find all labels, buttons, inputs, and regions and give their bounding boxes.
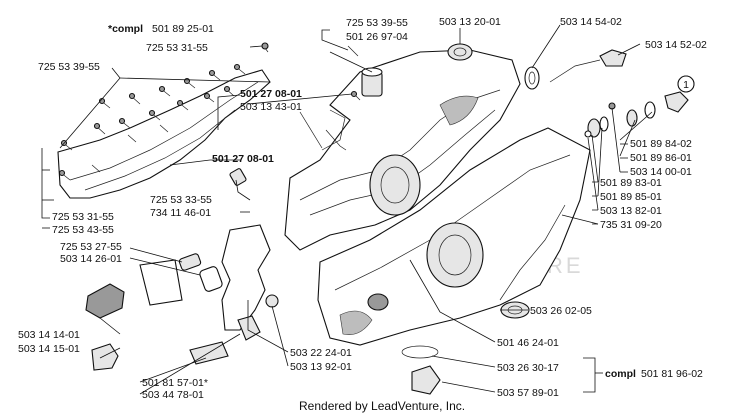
label-503-26-30-17: 503 26 30-17 xyxy=(497,362,559,374)
label-compl-top-prefix: *compl xyxy=(108,23,143,35)
label-725-53-33-55: 725 53 33-55 xyxy=(150,194,212,206)
label-503-26-02-05: 503 26 02-05 xyxy=(530,305,592,317)
top-fittings xyxy=(299,43,627,151)
label-501-26-97-04: 501 26 97-04 xyxy=(346,31,408,43)
label-503-13-82-01: 503 13 82-01 xyxy=(600,205,662,217)
label-725-53-31-55-a: 725 53 31-55 xyxy=(146,42,208,54)
label-725-53-39-55-b: 725 53 39-55 xyxy=(346,17,408,29)
label-725-53-43-55: 725 53 43-55 xyxy=(52,224,114,236)
label-725-53-27-55: 725 53 27-55 xyxy=(60,241,122,253)
label-503-14-26-01: 503 14 26-01 xyxy=(60,253,122,265)
label-503-14-00-01: 503 14 00-01 xyxy=(630,166,692,178)
cover-screws xyxy=(58,42,269,181)
leader-lines xyxy=(41,24,653,395)
label-503-13-92-01: 503 13 92-01 xyxy=(290,361,352,373)
label-503-13-43-01: 503 13 43-01 xyxy=(240,101,302,113)
label-503-13-20-01: 503 13 20-01 xyxy=(439,16,501,28)
label-503-14-54-02: 503 14 54-02 xyxy=(560,16,622,28)
label-734-11-46-01: 734 11 46-01 xyxy=(150,207,211,219)
crankcase-front-half xyxy=(317,127,591,346)
crankcase-rear-half xyxy=(284,49,521,251)
label-501-89-84-02: 501 89 84-02 xyxy=(630,138,692,150)
callout-marker: 1 xyxy=(677,75,695,93)
label-501-27-08-01-a: 501 27 08-01 xyxy=(240,88,302,100)
left-mid-parts xyxy=(139,168,279,331)
footer-credit: Rendered by LeadVenture, Inc. xyxy=(299,399,465,413)
label-503-57-89-01: 503 57 89-01 xyxy=(497,387,559,399)
label-503-22-24-01: 503 22 24-01 xyxy=(290,347,352,359)
label-501-89-86-01: 501 89 86-01 xyxy=(630,152,692,164)
label-compl-bottom-number: 501 81 96-02 xyxy=(641,368,703,380)
label-735-31-09-20: 735 31 09-20 xyxy=(600,219,662,231)
cover-plate xyxy=(57,69,271,199)
label-compl-top-number: 501 89 25-01 xyxy=(152,23,214,35)
label-503-14-15-01: 503 14 15-01 xyxy=(18,343,80,355)
label-501-81-57-01: 501 81 57-01* xyxy=(142,377,208,389)
label-501-46-24-01: 501 46 24-01 xyxy=(497,337,559,349)
label-501-27-08-01-b: 501 27 08-01 xyxy=(212,153,274,165)
label-503-14-52-02: 503 14 52-02 xyxy=(645,39,707,51)
bottom-right-parts xyxy=(401,301,530,395)
label-503-44-78-01: 503 44 78-01 xyxy=(142,389,204,401)
label-725-53-39-55-a: 725 53 39-55 xyxy=(38,61,100,73)
label-725-53-31-55-b: 725 53 31-55 xyxy=(52,211,114,223)
label-503-14-14-01: 503 14 14-01 xyxy=(18,329,80,341)
label-compl-bottom-prefix: compl xyxy=(605,368,636,380)
part-labels: *compl 501 89 25-01 725 53 31-55 725 53 … xyxy=(18,16,707,401)
label-501-89-83-01: 501 89 83-01 xyxy=(600,177,662,189)
callout-number: 1 xyxy=(683,79,689,91)
label-501-89-85-01: 501 89 85-01 xyxy=(600,191,662,203)
